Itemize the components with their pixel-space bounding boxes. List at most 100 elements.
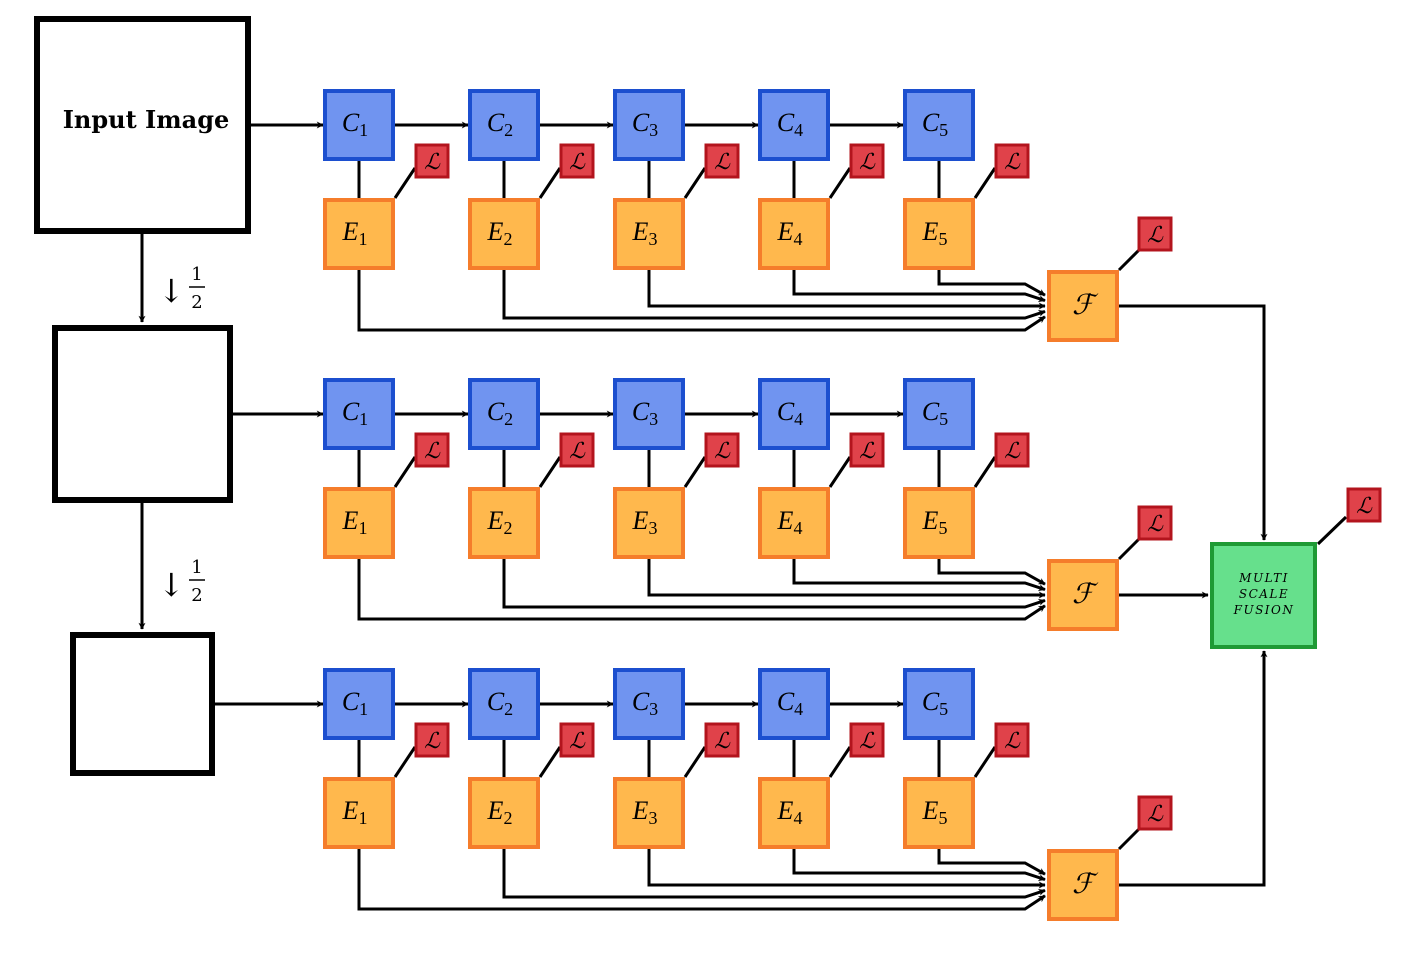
scale-2-conv-5 [903, 378, 975, 450]
msf-line-3: FUSION [1233, 603, 1295, 617]
scale-1-edge-to-fusion-1 [357, 268, 1046, 332]
scale-3-edge-to-fusion-3 [647, 847, 1046, 889]
scale-1-edge-4 [758, 198, 830, 270]
scale-1-conv-label-4: C4 [777, 108, 803, 140]
scale-1-edge-5 [903, 198, 975, 270]
input-image-box [34, 16, 251, 234]
scale-2-edge-5 [903, 487, 975, 559]
scale-3-edge-loss-link-5 [973, 746, 997, 778]
scale-2-edge-4 [758, 487, 830, 559]
scale-3-edge-label-4: E4 [777, 796, 803, 828]
scale-1-edge-loss-3 [704, 143, 740, 179]
msf-line-2: SCALE [1239, 587, 1289, 601]
scale-3-edge-loss-4 [849, 722, 885, 758]
scale-3-conv-4 [758, 668, 830, 740]
scale-3-edge-loss-link-1 [393, 746, 417, 778]
scale-1-edge-label-5: E5 [922, 217, 948, 249]
scale-3-edge-to-fusion-4 [792, 847, 1046, 882]
scale-2-conv-label-2: C2 [487, 397, 513, 429]
scale-3-edge-loss-2 [559, 722, 595, 758]
scale-2-edge-label-3: E3 [632, 506, 658, 538]
scale-1-edge-loss-link-5 [973, 167, 997, 199]
scale-2-edge-to-fusion-1 [357, 557, 1046, 621]
loss-icon: ℒ [859, 728, 876, 753]
scale-3-edge-loss-link-4 [828, 746, 852, 778]
scale-1-edge-loss-link-1 [393, 167, 417, 199]
quarter-scale-image-box [70, 632, 215, 776]
scale-2-conv-2 [468, 378, 540, 450]
scale-3-conv-label-2: C2 [487, 687, 513, 719]
scale-3-edge-to-fusion-1 [357, 847, 1046, 911]
scale-2-edge-loss-link-3 [683, 456, 707, 488]
scale-2-fusion-loss-link [1117, 537, 1141, 561]
scale-1-edge-to-fusion-5 [937, 268, 1046, 297]
scale-1-conv-label-1: C1 [342, 108, 368, 140]
scale-3-edge-loss-1 [414, 722, 450, 758]
scale-3-conv-1 [323, 668, 395, 740]
loss-icon: ℒ [569, 149, 586, 174]
scale-2-edge-label-2: E2 [487, 506, 513, 538]
loss-icon: ℒ [859, 149, 876, 174]
scale-1-edge-loss-4 [849, 143, 885, 179]
scale-3-conv-2 [468, 668, 540, 740]
scale-1-edge-label-4: E4 [777, 217, 803, 249]
svg-text:2: 2 [191, 585, 202, 606]
downsample-label-1: ↓ 1 2 [158, 264, 205, 313]
scale-2-edge-label-5: E5 [922, 506, 948, 538]
multi-scale-fusion-box [1210, 542, 1317, 649]
msf-loss-link [1316, 515, 1348, 546]
downsample-label-2: ↓ 1 2 [158, 557, 205, 606]
loss-icon: ℒ [424, 438, 441, 463]
scale-3-fusion-loss [1137, 795, 1173, 831]
scale-3-edge-label-3: E3 [632, 796, 658, 828]
scale-1-fusion-loss-link [1117, 248, 1141, 272]
scale-1-conv-4 [758, 89, 830, 161]
scale-3-edge-to-fusion-5 [937, 847, 1046, 876]
scale-3-fusion-box [1047, 849, 1119, 921]
svg-text:↓: ↓ [158, 272, 185, 310]
scale-2-edge-loss-1 [414, 432, 450, 468]
loss-icon: ℒ [569, 438, 586, 463]
scale-2-fusion-box [1047, 559, 1119, 631]
scale-2-conv-label-3: C3 [632, 397, 658, 429]
scale-3-edge-4 [758, 777, 830, 849]
scale-2-edge-to-fusion-4 [792, 557, 1046, 592]
loss-icon: ℒ [1004, 438, 1021, 463]
scale-2-edge-loss-link-4 [828, 456, 852, 488]
loss-icon: ℒ [424, 728, 441, 753]
scale-3-edge-2 [468, 777, 540, 849]
scale-2-edge-2 [468, 487, 540, 559]
scale-1-edge-loss-2 [559, 143, 595, 179]
scale-2-edge-to-fusion-3 [647, 557, 1046, 599]
scale-3-edge-1 [323, 777, 395, 849]
scale-3-conv-label-1: C1 [342, 687, 368, 719]
loss-icon: ℒ [1004, 149, 1021, 174]
scale-1-conv-2 [468, 89, 540, 161]
loss-icon: ℒ [1356, 493, 1373, 518]
scale-3-fusion-loss-link [1117, 827, 1141, 851]
scale-1-edge-2 [468, 198, 540, 270]
scale-1-edge-loss-link-3 [683, 167, 707, 199]
loss-icon: ℒ [714, 438, 731, 463]
msf-line-1: MULTI [1238, 571, 1289, 585]
loss-icon: ℒ [714, 728, 731, 753]
scale-2-conv-1 [323, 378, 395, 450]
scale-2-conv-4 [758, 378, 830, 450]
scale-1-conv-3 [613, 89, 685, 161]
svg-text:1: 1 [191, 264, 202, 285]
svg-text:↓: ↓ [158, 566, 185, 604]
scale-2-edge-label-4: E4 [777, 506, 803, 538]
scale-3-edge-loss-5 [994, 722, 1030, 758]
loss-icon: ℒ [424, 149, 441, 174]
scale-2-edge-loss-3 [704, 432, 740, 468]
scale-1-conv-label-5: C5 [922, 108, 948, 140]
loss-icon: ℒ [1147, 511, 1164, 536]
scale-2-fusion-loss [1137, 505, 1173, 541]
scale-2-edge-loss-link-2 [538, 456, 562, 488]
scale-2-edge-loss-5 [994, 432, 1030, 468]
scale-3-conv-label-4: C4 [777, 687, 803, 719]
fusion-1-to-msf [1119, 304, 1268, 541]
scale-2-edge-1 [323, 487, 395, 559]
scale-1-edge-label-2: E2 [487, 217, 513, 249]
fusion-3-to-msf [1119, 650, 1268, 887]
